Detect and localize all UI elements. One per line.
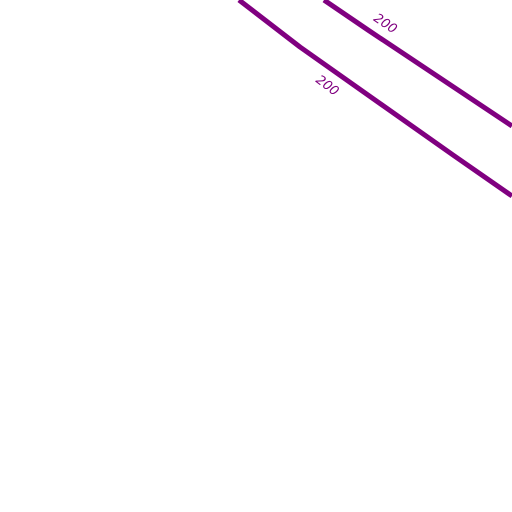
route-line-lower[interactable] [237, 0, 512, 199]
route-line-upper[interactable] [322, 0, 512, 129]
